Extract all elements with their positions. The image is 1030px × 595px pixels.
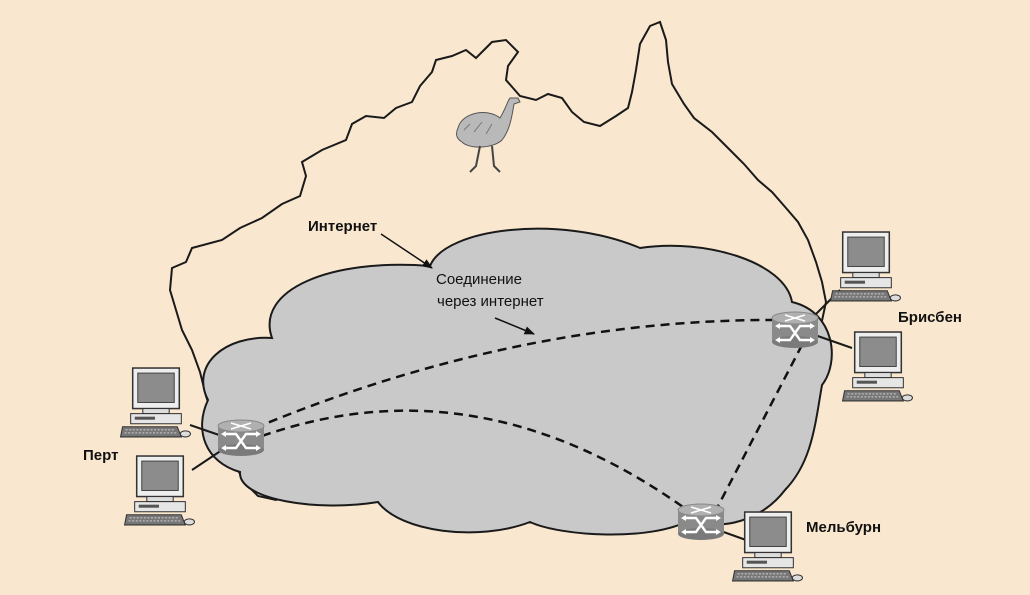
link-perth-brisbane [254, 318, 783, 430]
computer-melbourne-icon [731, 511, 804, 582]
internet-arrow [380, 233, 433, 269]
melbourne-label: Мельбурн [806, 519, 881, 536]
internet-label: Интернет [308, 218, 377, 235]
link-brisbane-melbourne [714, 344, 804, 511]
perth-label: Перт [83, 447, 118, 464]
computer-perth-2-icon [123, 455, 196, 526]
router-perth-icon [216, 418, 266, 458]
link-perth-melbourne [261, 409, 691, 514]
router-brisbane-icon [770, 310, 820, 350]
brisbane-label: Брисбен [898, 309, 962, 326]
emu-icon [456, 97, 521, 173]
computer-brisbane-2-icon [841, 331, 914, 402]
router-melbourne-icon [676, 502, 726, 542]
connection-arrow [494, 317, 535, 335]
connection-label-line2: через интернет [437, 293, 544, 310]
computer-brisbane-1-icon [829, 231, 902, 302]
internet-cloud [201, 227, 833, 536]
connection-label-line1: Соединение [436, 271, 522, 288]
computer-perth-1-icon [119, 367, 192, 438]
